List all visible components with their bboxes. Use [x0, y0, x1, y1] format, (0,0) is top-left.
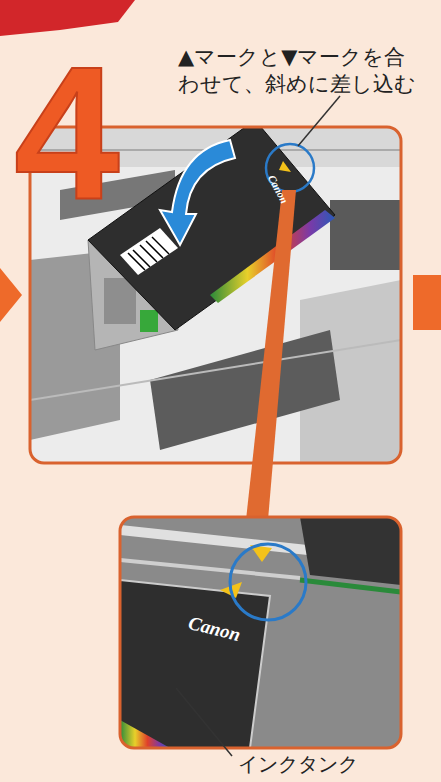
- flow-arrow: [413, 275, 441, 330]
- step-number: 4: [14, 38, 120, 228]
- leader-line: [298, 96, 340, 146]
- leader-line: [176, 688, 232, 756]
- banner-fragment: [0, 0, 135, 36]
- instruction-text: ▲マークと▼マークを合わせて、斜めに差し込む: [178, 44, 422, 99]
- flow-arrow: [0, 268, 22, 322]
- zoom-illustration: [120, 517, 401, 748]
- part-label: インクタンク: [238, 752, 358, 776]
